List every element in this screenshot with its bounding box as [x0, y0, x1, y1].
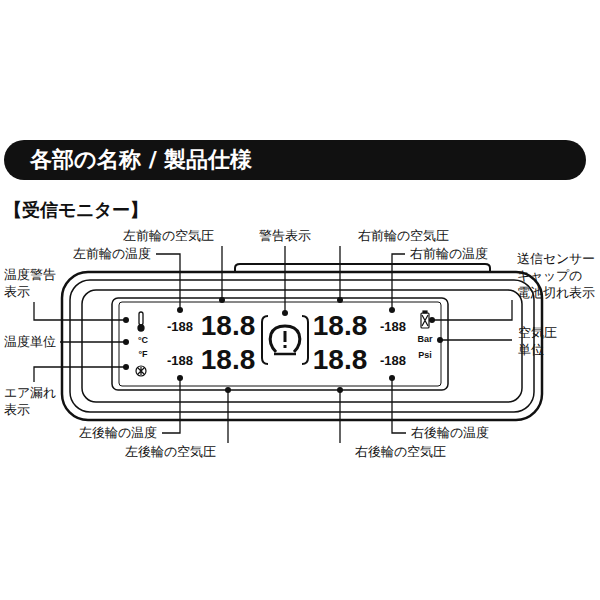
lcd-pressure: 18.8 [313, 345, 368, 374]
callout-label: 右後輪の温度 [411, 425, 489, 442]
callout-label: 温度単位 [4, 334, 56, 351]
callout-label: 温度警告 表示 [4, 267, 56, 301]
callout-label: 右前輪の空気圧 [358, 228, 449, 245]
thermometer-icon [138, 312, 144, 331]
callout-label: 左前輪の空気圧 [123, 228, 214, 245]
callout-label: 右後輪の空気圧 [355, 444, 446, 461]
battery-icon [421, 311, 429, 328]
callout-label: エア漏れ 表示 [4, 385, 56, 419]
lcd-pressure: 18.8 [201, 345, 256, 374]
section-title: 各部の名称 / 製品仕様 [30, 146, 252, 174]
leader-lines [34, 246, 512, 443]
callout-label: 警告表示 [259, 228, 311, 245]
leak-icon [136, 366, 146, 376]
lcd-temperature: -188 [380, 354, 406, 368]
callout-label: 左前輪の温度 [73, 246, 151, 263]
callout-label: 左後輪の空気圧 [125, 444, 216, 461]
lcd-pressure: 18.8 [313, 311, 368, 340]
tire-warning-icon [262, 316, 308, 364]
callout-label: 送信センサー キャップの 電池切れ表示 [517, 251, 595, 302]
header-bar [4, 140, 586, 180]
monitor-housing [62, 264, 542, 420]
lcd-unit: Psi [418, 351, 432, 360]
lcd-unit: °F [138, 350, 147, 359]
callout-label: 左後輪の温度 [79, 425, 157, 442]
leader-dots [123, 297, 443, 393]
callout-label: 右前輪の温度 [410, 246, 488, 263]
section-subtitle: 【受信モニター】 [4, 198, 148, 221]
lcd-pressure: 18.8 [201, 311, 256, 340]
lcd-temperature: -188 [167, 320, 193, 334]
callout-label: 空気圧 単位 [518, 325, 557, 359]
lcd-unit: Bar [417, 335, 432, 344]
lcd-temperature: -188 [167, 354, 193, 368]
lcd-temperature: -188 [380, 320, 406, 334]
lcd-unit: °C [138, 336, 148, 345]
